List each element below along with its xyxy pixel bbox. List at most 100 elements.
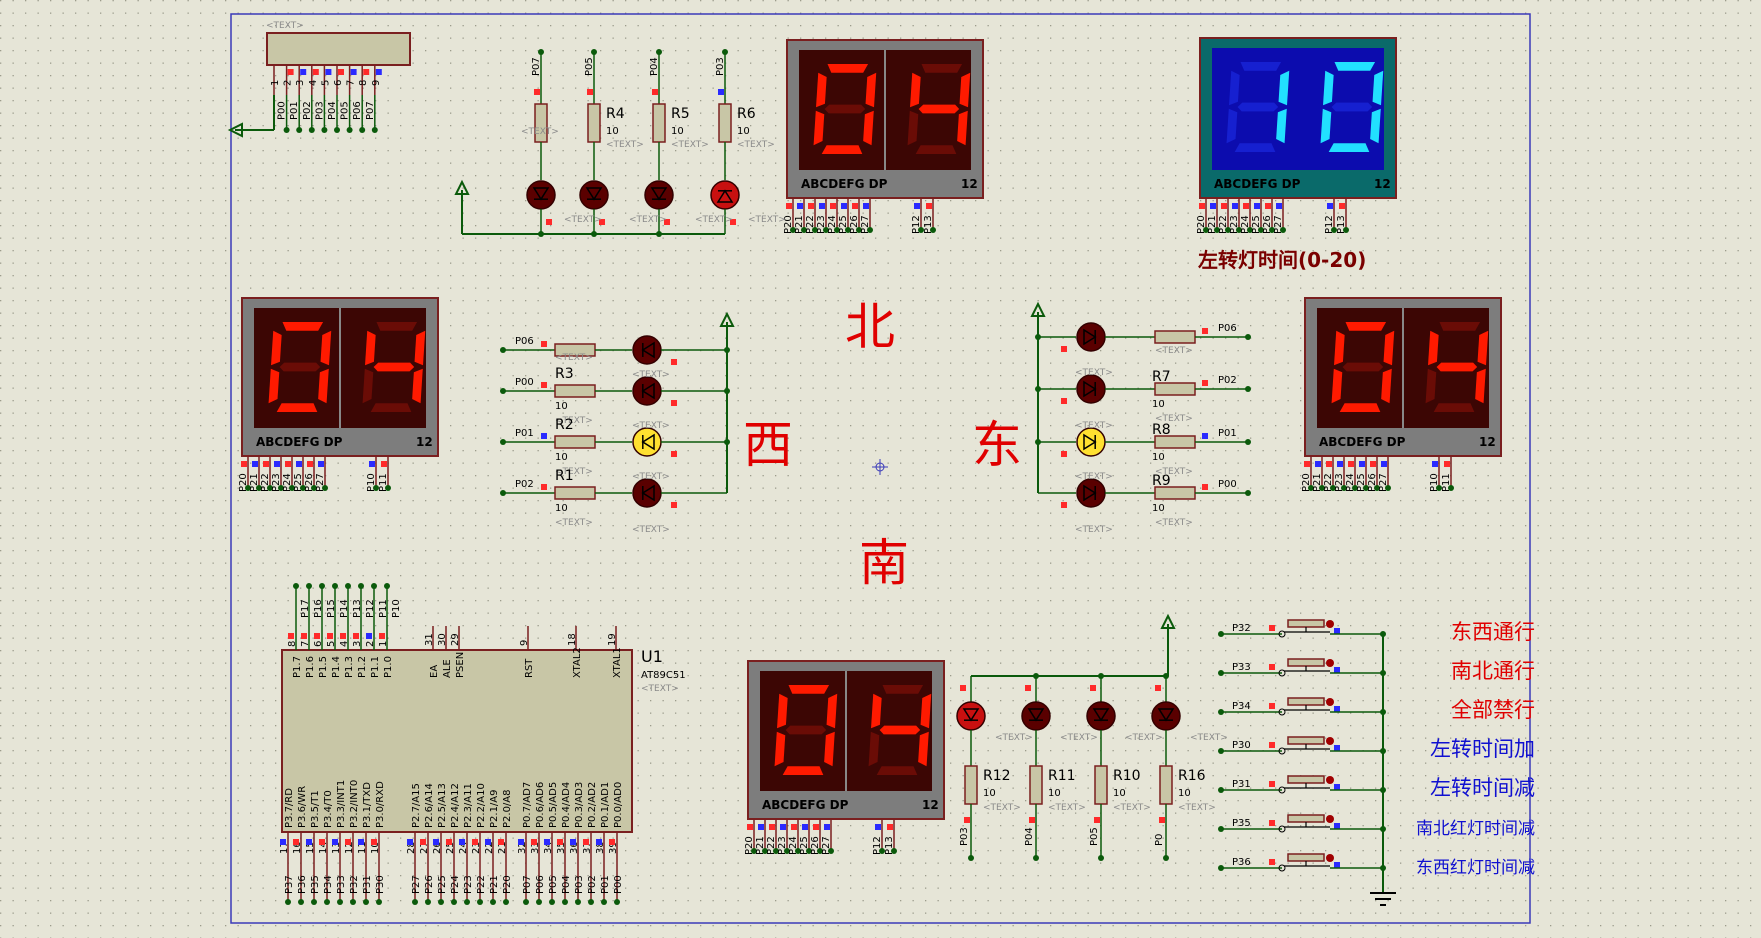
junction-dot: [1245, 439, 1251, 445]
junction-dot: [812, 227, 818, 233]
junction-dot: [1436, 485, 1442, 491]
resistor-value: 10: [555, 503, 568, 514]
led: [644, 180, 674, 210]
junction-dot: [918, 227, 924, 233]
junction-dot: [930, 227, 936, 233]
led-body: [632, 478, 662, 508]
mcu-pin-number: 17: [279, 841, 290, 854]
digit-4: [1425, 322, 1489, 412]
junction-dot: [1363, 485, 1369, 491]
led: [1151, 701, 1181, 731]
text-placeholder: <TEXT>: [1060, 733, 1098, 743]
pin-marker: [1444, 461, 1450, 467]
segment-a: [1345, 322, 1387, 331]
pin-marker: [285, 461, 291, 467]
mcu-pin-number: 3: [352, 641, 363, 647]
segment-e: [1425, 368, 1437, 404]
text-placeholder: <TEXT>: [1155, 467, 1193, 477]
pin-marker: [1334, 862, 1340, 868]
mcu-net-label: P25: [437, 875, 448, 894]
segment-c: [824, 731, 835, 767]
origin-marker: [872, 459, 888, 475]
mcu-at89c51: U1AT89C51<TEXT>8P17P1.77P16P1.66P15P1.55…: [279, 583, 686, 905]
pin-marker: [293, 839, 299, 845]
junction-dot: [806, 848, 812, 854]
junction-dot: [724, 439, 730, 445]
mcu-pin-number: 25: [445, 841, 456, 854]
button-function-label: 东西红灯时间减: [1416, 858, 1535, 878]
pin-marker: [1029, 817, 1035, 823]
led-anode: [641, 341, 655, 359]
pin-marker: [1334, 784, 1340, 790]
pin-marker: [327, 633, 333, 639]
text-placeholder: <TEXT>: [737, 140, 775, 150]
resistor-name: R5: [671, 106, 690, 122]
header-pin-number: 5: [320, 80, 331, 86]
pin-marker: [358, 839, 364, 845]
text-placeholder: <TEXT>: [1155, 518, 1193, 528]
direction-west-label: 西: [743, 416, 793, 474]
text-placeholder: <TEXT>: [632, 370, 670, 380]
segment-b: [1477, 330, 1489, 366]
mcu-pin-name: P2.5/A13: [437, 783, 448, 828]
pin-marker: [319, 839, 325, 845]
resistor: [554, 384, 596, 398]
resistor: [718, 103, 732, 143]
pin-marker: [1334, 667, 1340, 673]
mcu-net-label: P05: [548, 875, 559, 894]
junction-dot: [1035, 386, 1041, 392]
mcu-pin-number: 38: [595, 841, 606, 854]
pin-marker: [1025, 685, 1031, 691]
junction-dot: [562, 899, 568, 905]
junction-dot: [1280, 227, 1286, 233]
pin-marker: [459, 839, 465, 845]
pin-marker: [518, 839, 524, 845]
mcu-net-label: P33: [336, 875, 347, 894]
display-pin-label: P23: [1229, 215, 1240, 234]
digit-0: [268, 322, 332, 412]
display-pin-label: P20: [1196, 215, 1207, 234]
display-pin-label: P26: [1367, 473, 1378, 492]
pin-marker: [664, 219, 670, 225]
mcu-net-label: P02: [587, 875, 598, 894]
pin-marker: [541, 382, 547, 388]
mcu-pin-number: 39: [608, 841, 619, 854]
resistor-name: R3: [555, 366, 574, 382]
junction-dot: [614, 899, 620, 905]
segment-b: [320, 330, 332, 366]
junction-dot: [536, 899, 542, 905]
pin-marker: [307, 461, 313, 467]
led-anode: [1083, 380, 1097, 398]
segment-d: [821, 145, 863, 154]
segment-f: [1229, 70, 1240, 106]
segment-g: [373, 362, 415, 372]
junction-dot: [751, 848, 757, 854]
segment-f: [910, 72, 921, 108]
led-port-label: P04: [649, 57, 660, 76]
mcu-net-label: P11: [378, 599, 389, 618]
pin-marker: [1315, 461, 1321, 467]
mcu-pin-name: P0.6/AD6: [535, 782, 546, 828]
header-pin-label: P01: [289, 101, 300, 120]
header-pin-number: 7: [346, 80, 357, 86]
resistor-value: 10: [555, 452, 568, 463]
pin-marker: [318, 461, 324, 467]
pin-marker: [1334, 823, 1340, 829]
pin-marker: [274, 461, 280, 467]
display-segment-label: ABCDEFG DP: [256, 435, 343, 449]
junction-dot: [1245, 386, 1251, 392]
pin-marker: [1210, 203, 1216, 209]
pin-marker: [830, 203, 836, 209]
pin-marker: [541, 433, 547, 439]
segment-d: [782, 766, 824, 775]
display-pin-label: P24: [282, 473, 293, 492]
resistor-value: 10: [1152, 452, 1165, 463]
header-pin-label: P02: [302, 101, 313, 120]
segment-a: [882, 685, 924, 694]
junction-dot: [311, 899, 317, 905]
display-pin-label: P13: [923, 215, 934, 234]
text-placeholder: <TEXT>: [1190, 733, 1228, 743]
display-pin-label: P20: [1301, 473, 1312, 492]
junction-dot: [321, 127, 328, 133]
pin-marker: [570, 839, 576, 845]
